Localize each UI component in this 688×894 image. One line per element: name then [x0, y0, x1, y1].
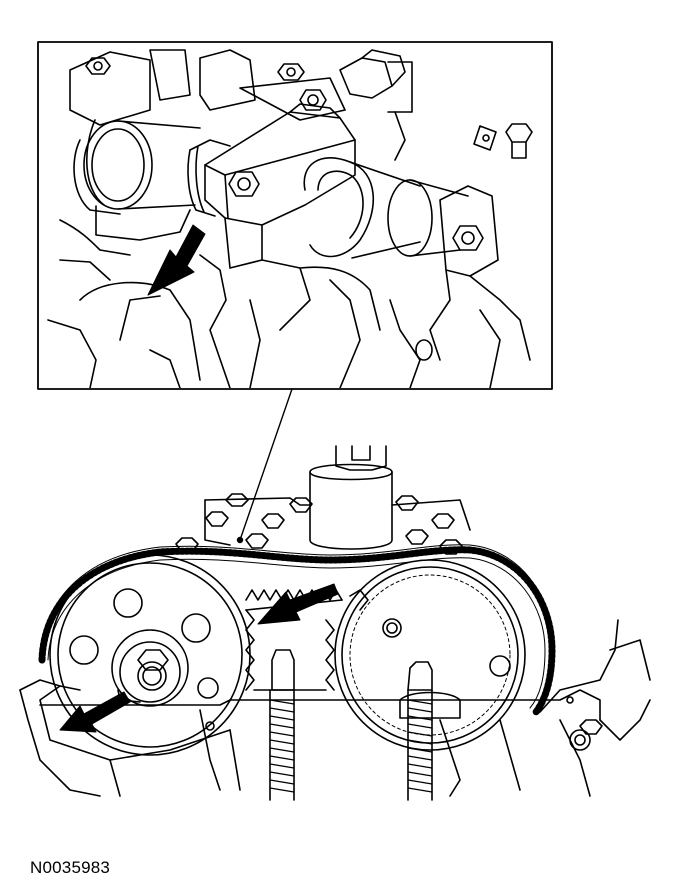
timing-chain [38, 546, 556, 716]
detail-inset [37, 41, 553, 390]
figure-id-label: N0035983 [30, 858, 111, 877]
crank-bolt-arrow [59, 691, 131, 733]
right-camshaft-sprocket [334, 559, 526, 751]
inset-leader-line [239, 388, 293, 541]
right-threaded-rod [407, 661, 433, 801]
detail-inset-arrow [147, 224, 206, 296]
left-threaded-rod [269, 649, 295, 801]
main-view [19, 445, 651, 801]
inset-frame [37, 41, 553, 390]
camshaft-sprocket-arrow [257, 583, 339, 625]
